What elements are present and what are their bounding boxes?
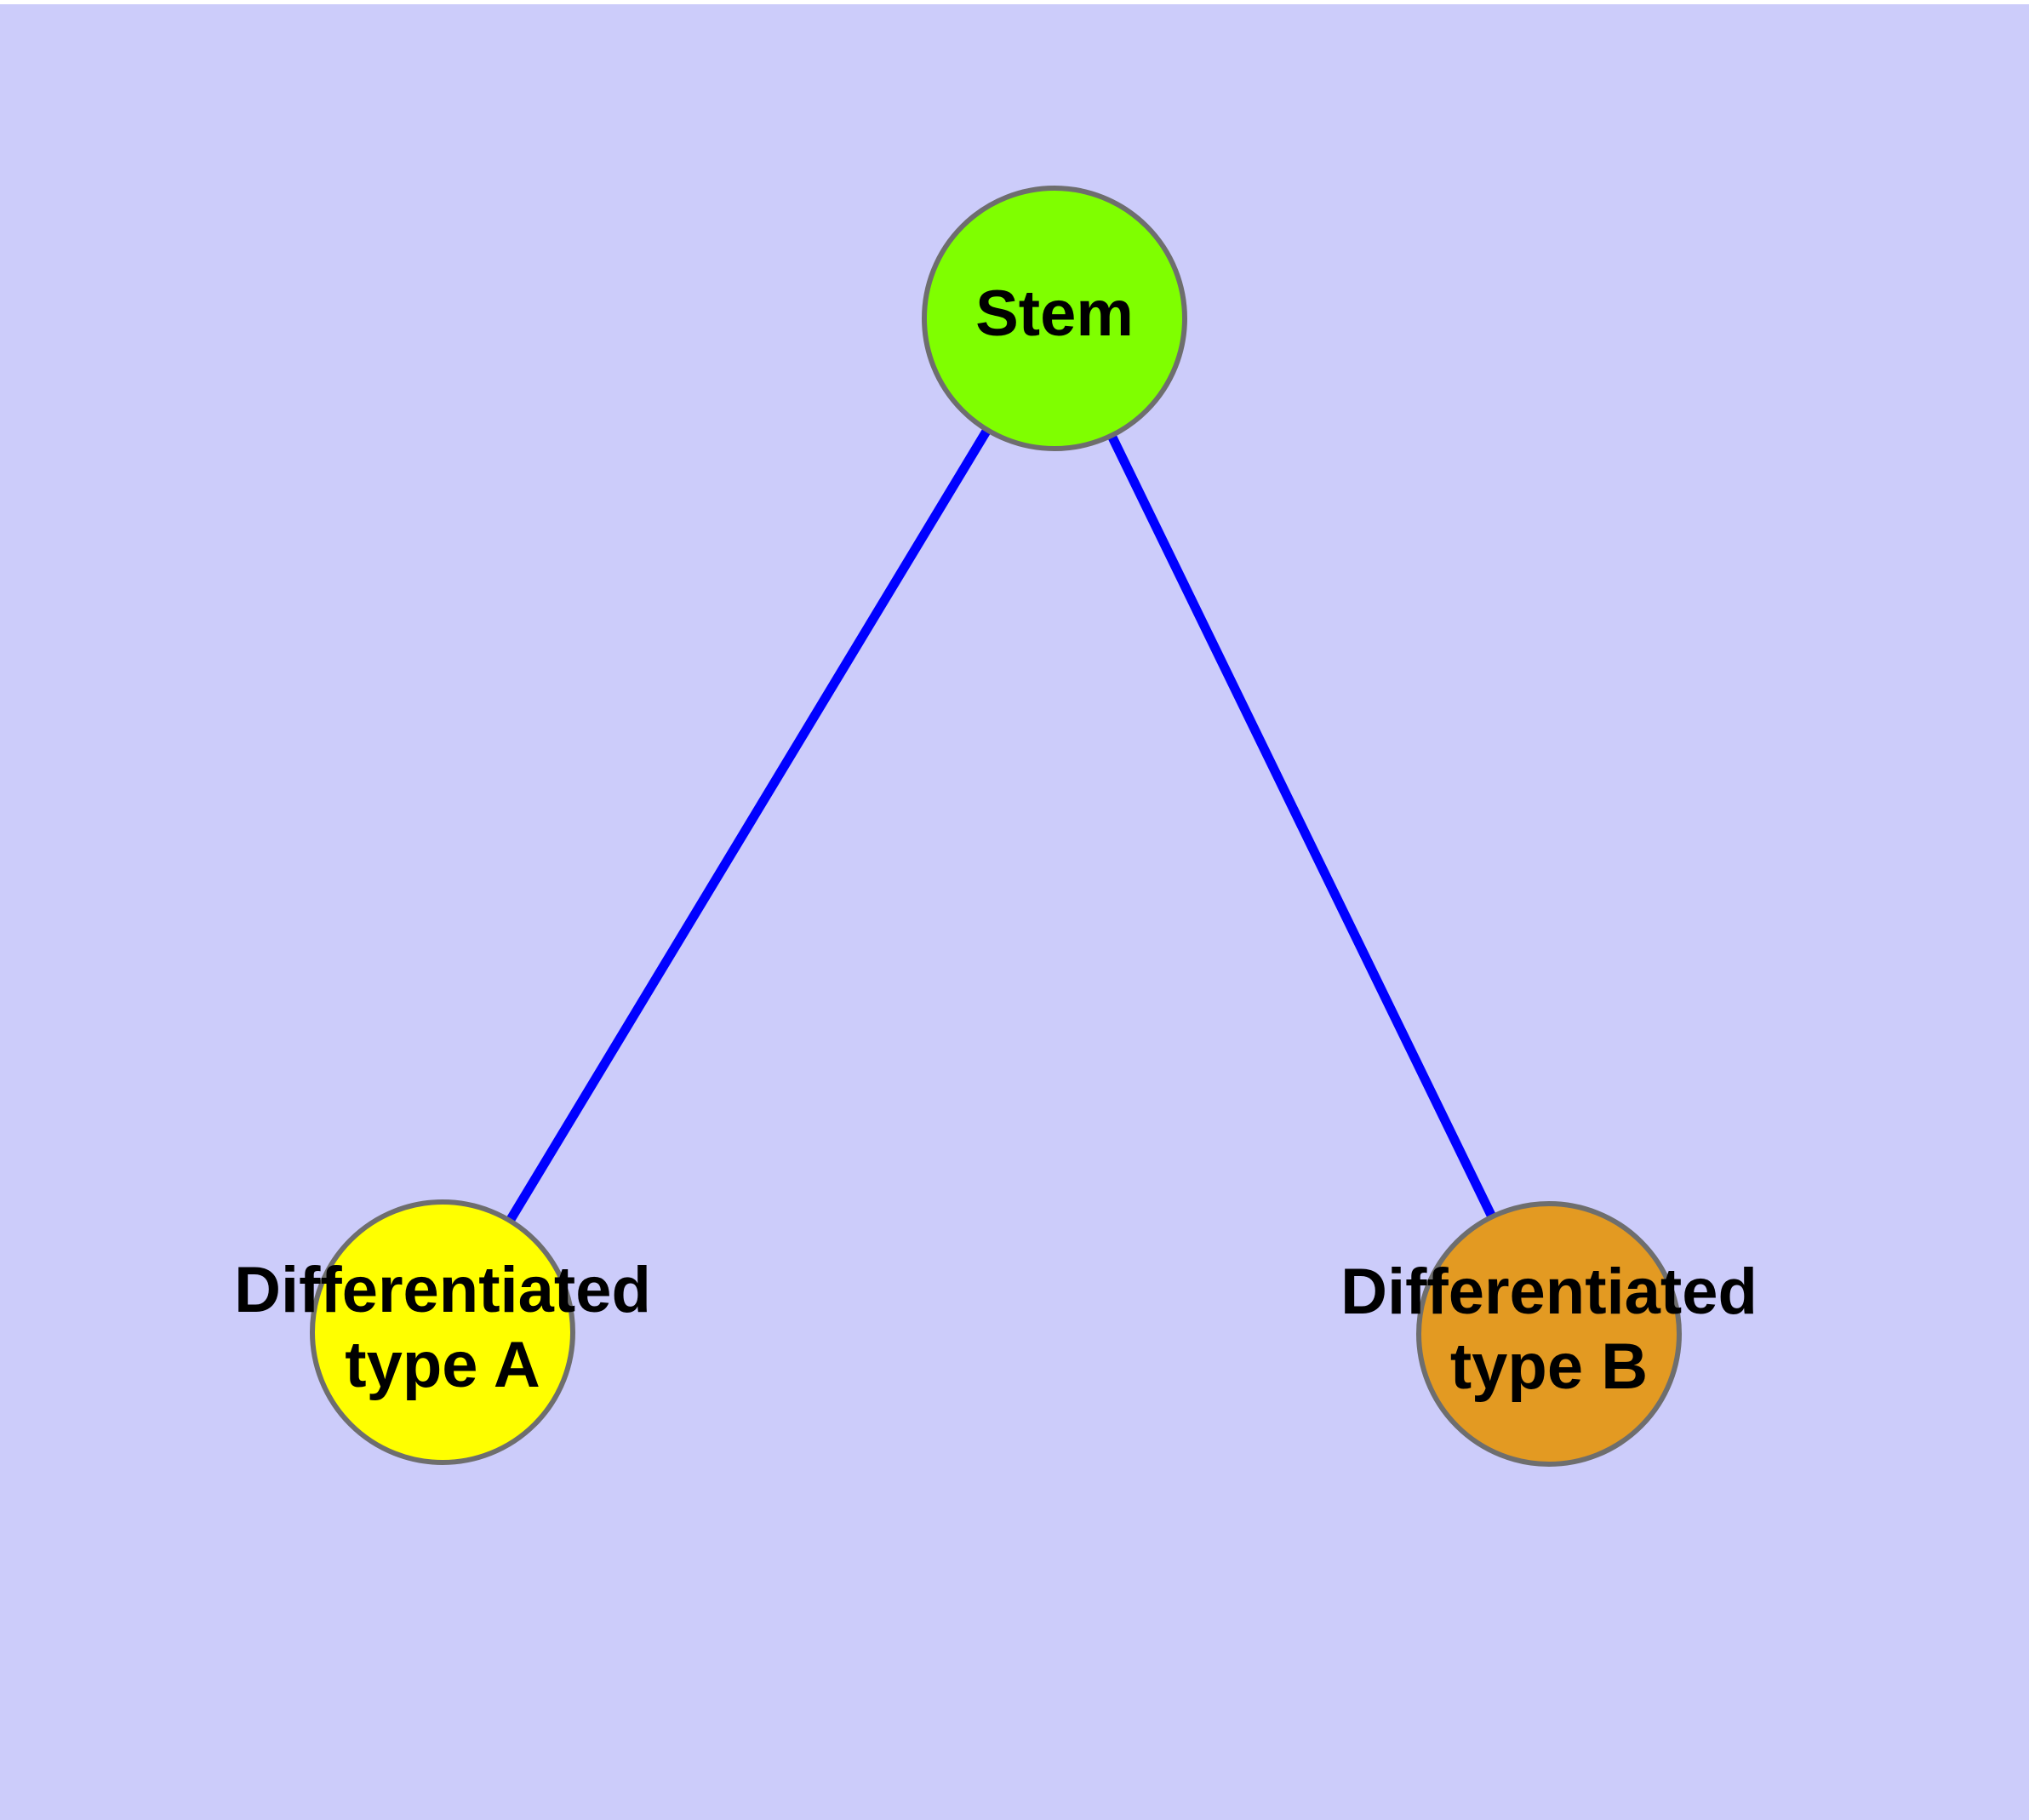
node-circle-stem[interactable] [922,186,1187,451]
edge-layer [506,427,1496,1223]
edge-stem-to-diff-b [1107,433,1496,1219]
node-label-diff_b-line-2: type B [1450,1331,1648,1403]
node-label-diff_a-line-1: Differentiated [234,1254,651,1326]
node-stem[interactable]: Stem [922,186,1187,451]
node-label-diff_a-line-2: type A [345,1329,540,1401]
edge-stem-to-diff-a [506,427,992,1223]
node-label-stem-line-1: Stem [975,278,1134,350]
node-label-diff_b-line-1: Differentiated [1340,1256,1758,1328]
node-circle-diff_b[interactable] [1416,1201,1682,1467]
node-circle-diff_a[interactable] [310,1199,575,1465]
